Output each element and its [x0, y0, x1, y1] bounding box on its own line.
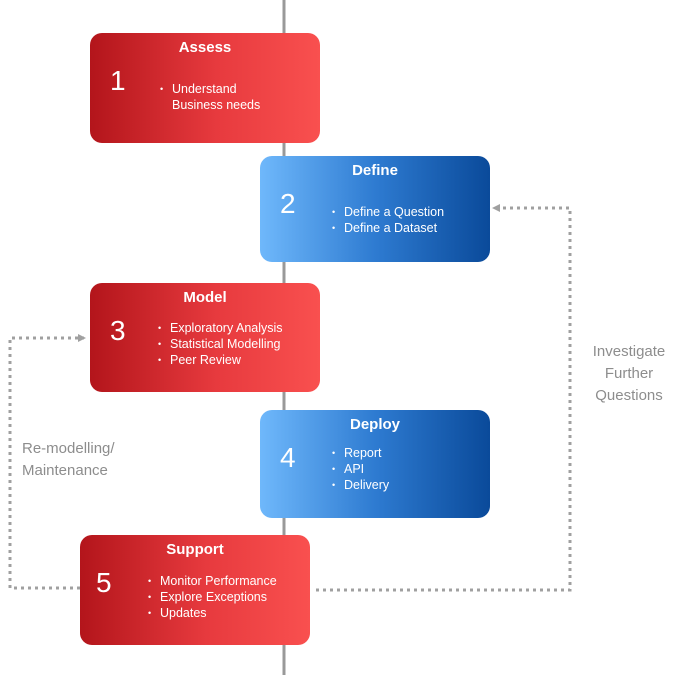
bullet-item: Statistical Modelling: [158, 336, 283, 352]
remodelling-label: Re-modelling/ Maintenance: [22, 438, 115, 482]
step-title: Support: [166, 541, 224, 558]
label-line: Questions: [595, 387, 663, 404]
bullet-item: Updates: [148, 605, 277, 621]
bullet-item: Report: [332, 445, 389, 461]
step-title: Assess: [178, 39, 232, 56]
bullet-item: Understand: [160, 81, 260, 97]
step-number: 5: [96, 567, 112, 598]
step-bullets: Exploratory Analysis Statistical Modelli…: [158, 320, 283, 368]
label-line: Further: [604, 365, 654, 382]
remodelling-loop-arrow: [8, 334, 86, 590]
step-support-box: Support 5 Monitor Performance Explore Ex…: [80, 535, 310, 645]
bullet-item: Define a Dataset: [332, 220, 444, 236]
bullet-item: Business needs: [172, 98, 261, 112]
investigate-loop-arrow: [316, 204, 572, 592]
step-bullets: Monitor Performance Explore Exceptions U…: [148, 573, 277, 621]
bullet-item: Explore Exceptions: [148, 589, 277, 605]
step-number: 4: [280, 442, 296, 473]
step-title: Define: [352, 162, 398, 179]
bullet-item: API: [332, 461, 389, 477]
investigate-label: Investigate Further Questions: [584, 341, 674, 407]
step-number: 2: [280, 188, 296, 219]
step-title: Model: [183, 289, 227, 306]
bullet-item: Define a Question: [332, 204, 444, 220]
step-deploy-box: Deploy 4 Report API Delivery: [260, 410, 490, 518]
step-model-box: Model 3 Exploratory Analysis Statistical…: [90, 283, 320, 392]
bullet-item: Peer Review: [158, 352, 283, 368]
label-line: Investigate: [592, 343, 666, 360]
step-bullets: Report API Delivery: [332, 445, 389, 493]
step-title: Deploy: [349, 416, 400, 433]
bullet-item: Monitor Performance: [148, 573, 277, 589]
step-assess-box: Assess 1 Understand Business needs: [90, 33, 320, 143]
step-bullets: Understand Business needs: [160, 81, 260, 113]
step-define-box: Define 2 Define a Question Define a Data…: [260, 156, 490, 262]
label-line: Re-modelling/: [22, 440, 115, 457]
step-number: 1: [110, 65, 126, 96]
label-line: Maintenance: [22, 462, 108, 479]
step-bullets: Define a Question Define a Dataset: [332, 204, 444, 236]
step-number: 3: [110, 315, 126, 346]
bullet-item: Exploratory Analysis: [158, 320, 283, 336]
bullet-item: Delivery: [332, 477, 389, 493]
